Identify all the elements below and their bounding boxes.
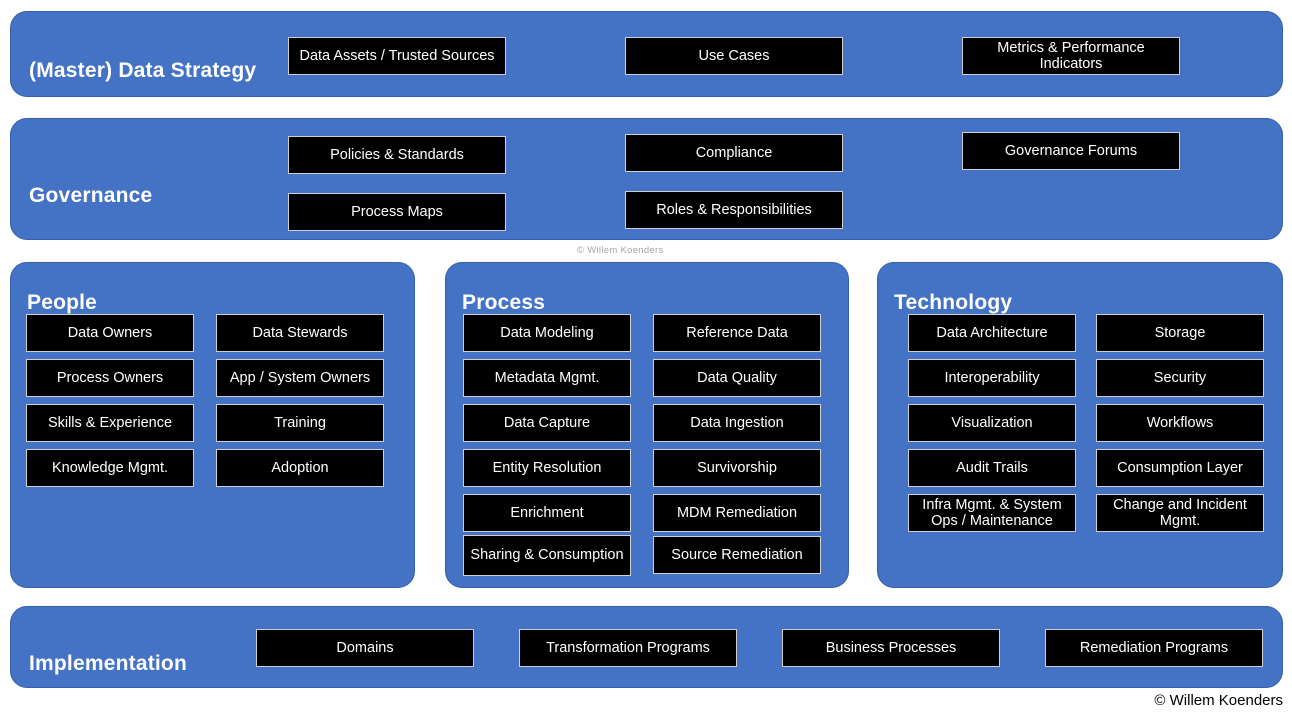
governance-title: Governance bbox=[29, 184, 153, 208]
copyright-text: © Willem Koenders bbox=[1154, 692, 1283, 709]
implementation-title: Implementation bbox=[29, 652, 187, 676]
implementation-box: Business Processes bbox=[782, 629, 1000, 667]
technology-title: Technology bbox=[894, 291, 1013, 315]
process-box: Data Capture bbox=[463, 404, 631, 442]
people-title: People bbox=[27, 291, 98, 315]
strategy-title: (Master) Data Strategy bbox=[29, 59, 257, 83]
technology-box: Audit Trails bbox=[908, 449, 1076, 487]
governance-band: Governance Policies & Standards Process … bbox=[10, 118, 1283, 240]
process-panel: Process Data Modeling Metadata Mgmt. Dat… bbox=[445, 262, 849, 588]
technology-box: Security bbox=[1096, 359, 1264, 397]
technology-box: Interoperability bbox=[908, 359, 1076, 397]
process-box: Reference Data bbox=[653, 314, 821, 352]
technology-box: Infra Mgmt. & System Ops / Maintenance bbox=[908, 494, 1076, 532]
technology-box: Visualization bbox=[908, 404, 1076, 442]
process-box: Sharing & Consumption bbox=[463, 535, 631, 576]
process-box: Data Modeling bbox=[463, 314, 631, 352]
people-box: Data Stewards bbox=[216, 314, 384, 352]
technology-box: Consumption Layer bbox=[1096, 449, 1264, 487]
implementation-box: Domains bbox=[256, 629, 474, 667]
people-box: Skills & Experience bbox=[26, 404, 194, 442]
governance-box: Governance Forums bbox=[962, 132, 1180, 170]
people-panel: People Data Owners Process Owners Skills… bbox=[10, 262, 415, 588]
strategy-box: Metrics & Performance Indicators bbox=[962, 37, 1180, 75]
process-box: MDM Remediation bbox=[653, 494, 821, 532]
people-box: App / System Owners bbox=[216, 359, 384, 397]
technology-box: Data Architecture bbox=[908, 314, 1076, 352]
center-watermark: © Willem Koenders bbox=[577, 245, 664, 256]
people-box: Data Owners bbox=[26, 314, 194, 352]
people-box: Knowledge Mgmt. bbox=[26, 449, 194, 487]
process-box: Data Ingestion bbox=[653, 404, 821, 442]
people-box: Adoption bbox=[216, 449, 384, 487]
technology-box: Workflows bbox=[1096, 404, 1264, 442]
implementation-box: Remediation Programs bbox=[1045, 629, 1263, 667]
strategy-band: (Master) Data Strategy Data Assets / Tru… bbox=[10, 11, 1283, 97]
process-title: Process bbox=[462, 291, 546, 315]
process-box: Enrichment bbox=[463, 494, 631, 532]
governance-box: Process Maps bbox=[288, 193, 506, 231]
people-box: Training bbox=[216, 404, 384, 442]
process-box: Metadata Mgmt. bbox=[463, 359, 631, 397]
governance-box: Compliance bbox=[625, 134, 843, 172]
strategy-box: Use Cases bbox=[625, 37, 843, 75]
technology-box: Storage bbox=[1096, 314, 1264, 352]
governance-box: Roles & Responsibilities bbox=[625, 191, 843, 229]
governance-box: Policies & Standards bbox=[288, 136, 506, 174]
technology-panel: Technology Data Architecture Interoperab… bbox=[877, 262, 1283, 588]
strategy-box: Data Assets / Trusted Sources bbox=[288, 37, 506, 75]
process-box: Entity Resolution bbox=[463, 449, 631, 487]
people-box: Process Owners bbox=[26, 359, 194, 397]
implementation-box: Transformation Programs bbox=[519, 629, 737, 667]
process-box: Survivorship bbox=[653, 449, 821, 487]
process-box: Source Remediation bbox=[653, 536, 821, 574]
implementation-band: Implementation Domains Transformation Pr… bbox=[10, 606, 1283, 688]
process-box: Data Quality bbox=[653, 359, 821, 397]
technology-box: Change and Incident Mgmt. bbox=[1096, 494, 1264, 532]
